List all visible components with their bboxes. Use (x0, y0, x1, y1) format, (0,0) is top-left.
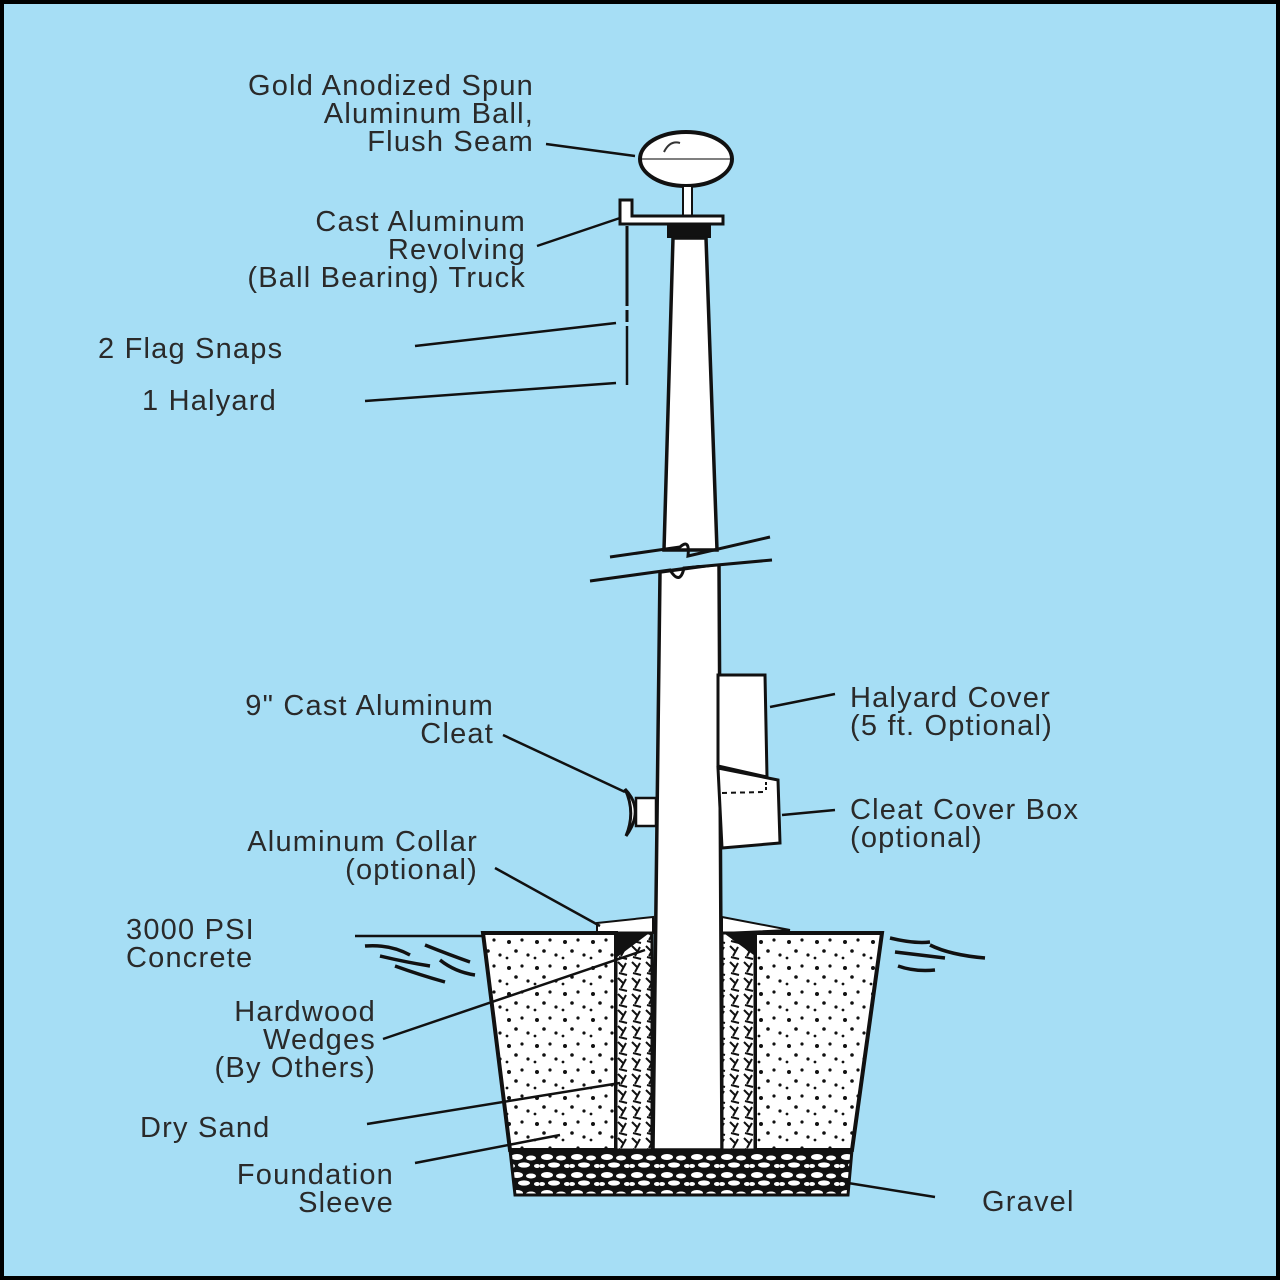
leader-snaps (414, 321, 617, 348)
ground-surface (355, 934, 986, 984)
cleat (623, 787, 658, 837)
label-line: Foundation (236, 1159, 394, 1191)
break-marks (589, 535, 773, 583)
label-line: (Ball Bearing) Truck (247, 262, 526, 294)
label-halyard-cover: Halyard Cover (5 ft. Optional) (850, 682, 1053, 742)
label-line: Flush Seam (367, 126, 534, 158)
label-line: Wedges (262, 1024, 376, 1056)
label-line: (optional) (850, 822, 983, 854)
label-line: 1 Halyard (142, 385, 277, 417)
label-halyard: 1 Halyard (142, 385, 277, 417)
label-line: Revolving (387, 234, 526, 266)
label-sand: Dry Sand (140, 1112, 271, 1144)
label-line: Dry Sand (140, 1112, 271, 1144)
label-truck: Cast Aluminum Revolving (Ball Bearing) T… (64, 206, 526, 294)
gold-ball (638, 130, 734, 217)
label-line: (5 ft. Optional) (850, 710, 1053, 742)
label-sleeve: Foundation Sleeve (64, 1159, 394, 1219)
label-cleat-box: Cleat Cover Box (optional) (850, 794, 1080, 854)
label-line: Hardwood (234, 996, 376, 1028)
label-snaps: 2 Flag Snaps (98, 333, 284, 365)
halyard-cover (716, 673, 769, 779)
label-line: Gravel (982, 1186, 1075, 1218)
gravel-bed (508, 1148, 854, 1197)
leader-sand (366, 1081, 621, 1126)
label-line: 3000 PSI (126, 914, 255, 946)
label-line: Gold Anodized Spun (247, 70, 534, 102)
label-line: Cleat (420, 718, 494, 750)
leader-cleat-box (781, 808, 836, 817)
leader-gravel (847, 1181, 936, 1199)
label-wedges: Hardwood Wedges (By Others) (64, 996, 376, 1084)
label-gravel: Gravel (982, 1186, 1075, 1218)
leader-lines (364, 142, 936, 1199)
leader-halyard (364, 381, 617, 403)
label-line: Concrete (126, 942, 254, 974)
leader-truck (536, 216, 621, 248)
concrete-foundation (480, 931, 885, 1152)
label-line: Sleeve (298, 1187, 394, 1219)
label-line: 2 Flag Snaps (98, 333, 284, 365)
label-cleat: 9" Cast Aluminum Cleat (64, 690, 494, 750)
flagpole-shaft (651, 236, 725, 1152)
foundation-sleeve (614, 931, 757, 1152)
label-line: Halyard Cover (850, 682, 1051, 714)
leader-collar (494, 866, 601, 928)
diagram-canvas: Gold Anodized Spun Aluminum Ball, Flush … (4, 4, 1276, 1276)
label-line: (By Others) (214, 1052, 376, 1084)
leader-halyard-cover (769, 692, 836, 709)
label-concrete: 3000 PSI Concrete (126, 914, 255, 974)
label-line: Aluminum Collar (247, 826, 478, 858)
leader-ball (545, 142, 636, 158)
leader-sleeve (414, 1133, 561, 1165)
label-ball: Gold Anodized Spun Aluminum Ball, Flush … (64, 70, 534, 158)
label-line: Cleat Cover Box (850, 794, 1080, 826)
leader-cleat (502, 733, 626, 794)
flagpole-illustration (355, 130, 986, 1199)
cleat-cover-box (716, 766, 782, 850)
label-line: 9" Cast Aluminum (245, 690, 494, 722)
leader-wedges (382, 948, 646, 1041)
label-line: Aluminum Ball, (323, 98, 534, 130)
aluminum-collar (596, 915, 791, 935)
label-line: (optional) (345, 854, 478, 886)
label-collar: Aluminum Collar (optional) (64, 826, 478, 886)
label-line: Cast Aluminum (315, 206, 526, 238)
revolving-truck (618, 198, 725, 238)
